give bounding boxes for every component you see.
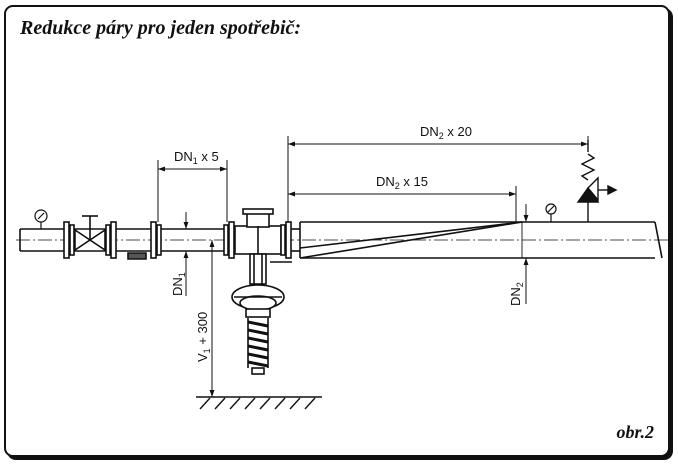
- label-dn2x20: DN2 x 20: [420, 124, 472, 141]
- outlet-pipe: [291, 221, 663, 259]
- label-dn2: DN2: [508, 282, 525, 306]
- gate-valve-icon: [74, 215, 147, 260]
- safety-valve-icon: [576, 140, 618, 222]
- dimension-dn2x20: [287, 136, 589, 222]
- pressure-gauge-icon: [545, 203, 557, 222]
- ground-hatch-icon: [196, 396, 322, 410]
- label-dn1x5: DN1 x 5: [174, 149, 219, 166]
- dimension-dn2x15: [288, 186, 517, 222]
- inlet-flanges: [63, 221, 235, 259]
- diagram-title: Redukce páry pro jeden spotřebič:: [20, 17, 302, 39]
- label-v1-300: V1 + 300: [195, 312, 212, 362]
- outlet-flanges: [280, 221, 292, 259]
- label-dn2x15: DN2 x 15: [376, 174, 428, 191]
- label-dn1: DN1: [170, 272, 187, 296]
- figure-label: obr.2: [616, 422, 654, 442]
- inlet-pipe: [19, 228, 232, 252]
- pressure-reducer-icon: [231, 208, 292, 375]
- pressure-gauge-icon: [34, 209, 48, 229]
- dimension-dn1x5: [157, 160, 228, 222]
